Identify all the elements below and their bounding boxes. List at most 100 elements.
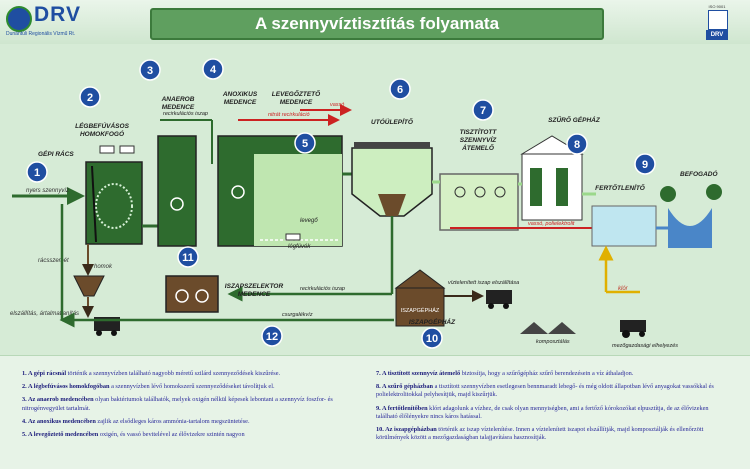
description-panel: 1. A gépi rácsnál történik a szennyvízbe… [0,355,750,469]
description-number: 1. [22,370,28,377]
description-item: 7. A tisztított szennyvíz átemelő biztos… [376,370,726,378]
label-befogado: BEFOGADÓ [680,169,718,178]
filter-unit [530,168,542,206]
stage-badge-2 [79,86,101,108]
grit-bubbles [95,183,133,229]
description-text: olyan baktériumok találhatók, melyek oxi… [22,396,333,412]
description-term: A tisztított szennyvíz átemelő [381,370,462,377]
air-blower-icon [285,233,301,241]
description-text: a szennyvízben lévő homokszerű szennyező… [111,383,275,391]
label-legfuvok: légfúvók [288,244,311,250]
description-number: 3. [22,396,28,404]
sludge-house-roof [394,269,446,289]
title-banner: A szennyvíztisztítás folyamata [150,8,604,40]
label-racsszemet: rácsszemét [38,258,69,264]
stage-badge-number: 11 [182,252,194,264]
header-bar: DRV Dunántúli Regionális Vízmű Rt. A sze… [0,0,750,44]
description-item: 10. Az iszapgépházban történik az iszap … [376,426,726,442]
description-item: 8. A szűrő gépházban a tisztított szenny… [376,383,726,399]
label-homok: homok [94,264,113,270]
stage-label: LEVEGŐZTETŐ [272,89,320,98]
mixer-icon [170,197,184,211]
label-levego: levegő [300,218,318,224]
stage-badge-number: 6 [397,84,403,96]
description-term: Az iszapgépházban [385,426,439,434]
stage-badge-9 [634,153,656,175]
stage-badge-number: 2 [87,92,93,104]
truck-icon [486,290,512,304]
description-item: 2. A légbefúvásos homokfogóban a szennyv… [22,383,372,391]
label-iszapgephaz: ISZAPGÉPHÁZ [401,307,440,314]
clarifier-bridge [354,142,430,148]
description-number: 8. [376,383,382,391]
iso-drv-label: DRV [706,30,728,40]
stage-label: GÉPI RÁCS [38,149,74,158]
clarifier-sludge [378,194,406,216]
stage-badge-number: 9 [642,159,648,171]
pump-icon [494,186,506,198]
screenings-hopper [73,275,105,297]
label-komposztalas: komposztálás [536,339,570,345]
stage-badge-7 [472,99,494,121]
stage-badge-number: 4 [210,64,217,76]
stage-badge-number: 12 [266,331,278,343]
stage-label: ANAEROB [161,96,195,103]
process-diagram: nyers szennyvíz rácsszemét homok elszáll… [0,44,750,355]
receiving-water [668,208,712,248]
label-klor: klór [618,286,629,292]
secondary-clarifier [351,147,433,217]
stage-label: MEDENCE [280,99,313,106]
aeration-zone [254,154,342,246]
stage-badge-12 [261,325,283,347]
description-term: A gépi rácsnál [27,370,68,377]
label-vasso-polielektrolit: vassó, polielektrolit [528,221,575,227]
description-column-left: 1. A gépi rácsnál történik a szennyvízbe… [22,370,372,444]
description-item: 9. A fertőtlenítőben klórt adagolunk a v… [376,405,726,421]
sludge-selector-tank [165,275,219,313]
tractor-icon [620,320,646,332]
description-item: 4. Az anoxikus medencében zajlik az első… [22,418,372,426]
description-number: 4. [22,417,28,425]
compost-pile-icon [520,322,548,334]
mixer-icon [195,289,209,303]
description-text: oxigén, és vassó bevitelével az élővizek… [99,431,245,439]
label-nitrat-recirkulacio: nitrát recirkuláció [268,112,310,118]
stage-badge-10 [421,327,443,349]
description-number: 10. [376,426,386,434]
stage-label: UTÓÜLEPÍTŐ [371,117,413,126]
stage-badge-number: 8 [574,139,580,151]
description-number: 7. [376,370,382,377]
stage-badge-number: 1 [34,167,40,179]
stage-badge-8 [566,133,588,155]
description-term: Az anaerob medencében [27,396,96,404]
description-text: történik az iszap víztelenítése. Innen a… [376,426,704,442]
tree-icon [706,184,722,200]
description-term: Az anoxikus medencében [27,417,98,425]
stage-label: FERTŐTLENÍTŐ [595,183,645,192]
logo-subtitle: Dunántúli Regionális Vízmű Rt. [6,31,76,37]
page-title: A szennyvíztisztítás folyamata [254,14,500,33]
disinfection-tank [591,205,657,247]
label-mezogazdasagi: mezőgazdasági elhelyezés [612,343,678,349]
description-term: A levegőztető medencében [27,431,100,439]
mixer-icon [175,289,189,303]
description-number: 2. [22,383,28,391]
label-elszallitas: elszállítás, ártalmatlanítás [10,311,79,317]
stage-label: LÉGBEFÚVÁSOS [75,121,129,130]
tree-icon [660,186,676,202]
label-csurgalekviz: csurgalékvíz [282,312,313,318]
filter-unit [556,168,568,206]
sludge-house [395,287,445,327]
stage-label: MEDENCE [224,99,257,106]
description-term: A fertőtlenítőben [381,404,430,412]
stage-badge-4 [202,58,224,80]
stage-label: HOMOKFOGÓ [80,129,124,138]
description-number: 5. [22,431,28,439]
stage-label: ÁTEMELŐ [461,143,494,152]
label-recirkulacios-iszap-bottom: recirkulációs iszap [300,286,345,292]
pump-icon [474,186,486,198]
stage-badge-number: 3 [147,65,153,77]
